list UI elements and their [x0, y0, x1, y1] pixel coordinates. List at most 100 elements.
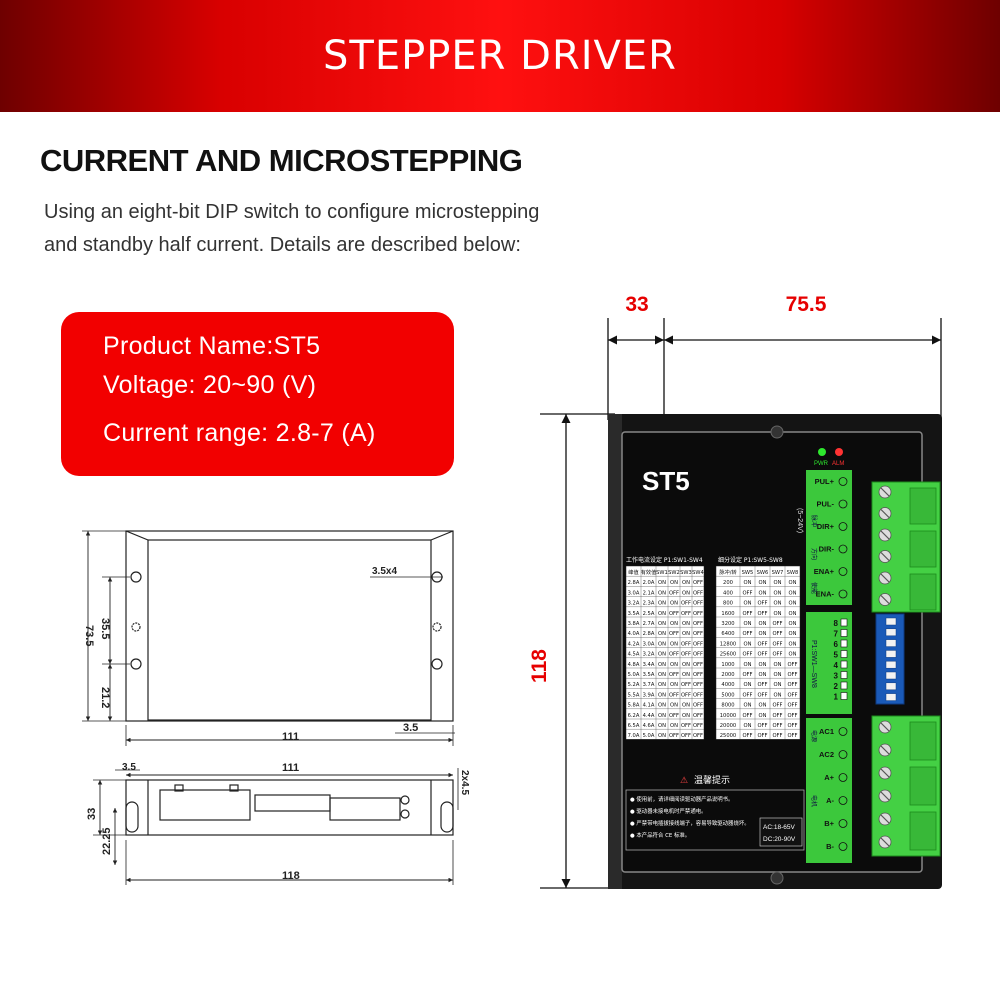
top-view-drawing — [82, 530, 455, 746]
screw-icon — [770, 871, 784, 885]
micro-table-bg — [715, 565, 801, 740]
micro-cell: 3200 — [721, 621, 734, 627]
current-cell: ON — [658, 672, 666, 678]
current-cell: OFF — [693, 692, 703, 698]
dip-switch-key[interactable] — [885, 693, 897, 701]
current-cell: ON — [682, 672, 690, 678]
current-cell: OFF — [693, 662, 703, 668]
current-cell: OFF — [693, 723, 703, 729]
dip-indicator-icon — [840, 618, 848, 627]
dip-switch-key[interactable] — [885, 671, 897, 680]
micro-header-cell: 脉冲/转 — [719, 568, 736, 576]
current-cell: 3.5A — [643, 672, 655, 678]
current-cell: 5.0A — [643, 733, 655, 739]
current-header-cell: 有效值 — [641, 568, 657, 576]
micro-cell: OFF — [787, 703, 797, 709]
terminal-marker-icon — [838, 567, 848, 576]
dip-number-label: 7 — [834, 630, 839, 639]
micro-header-cell: SW6 — [757, 570, 769, 576]
connector-outline — [159, 789, 251, 821]
dim-21-2-label: 21.2 — [99, 687, 111, 708]
dip-number-label: 2 — [834, 682, 839, 691]
banner-title: STEPPER DRIVER — [323, 33, 677, 79]
current-header-cell: SW4 — [692, 570, 704, 576]
current-cell: OFF — [669, 611, 679, 617]
micro-cell: ON — [744, 580, 752, 586]
micro-cell: OFF — [742, 611, 752, 617]
current-cell: 6.5A — [628, 723, 640, 729]
current-cell: 3.0A — [628, 590, 640, 596]
micro-cell: 200 — [723, 580, 733, 586]
current-cell: ON — [658, 713, 666, 719]
micro-cell: 8000 — [721, 703, 734, 709]
dip-switch-key[interactable] — [885, 628, 897, 637]
current-cell: OFF — [669, 692, 679, 698]
warning-line: ● 本产品符合 CE 标准。 — [630, 831, 690, 839]
warning-lines: ● 使用前，请详细阅读驱动器产品说明书。● 驱动器未接电机时严禁通电。● 严禁带… — [630, 795, 750, 839]
current-cell: OFF — [669, 652, 679, 658]
current-cell: ON — [658, 703, 666, 709]
current-cell: ON — [658, 590, 666, 596]
current-cell: 2.8A — [628, 580, 640, 586]
dip-switch-key[interactable] — [885, 617, 897, 626]
current-cell: 5.5A — [628, 692, 640, 698]
current-cell: 3.9A — [643, 692, 655, 698]
dip-switch-key[interactable] — [885, 639, 897, 647]
current-cell: 2.5A — [643, 611, 655, 617]
micro-cell: 400 — [723, 590, 733, 596]
dip-switch-key[interactable] — [885, 660, 897, 669]
current-cell: OFF — [669, 672, 679, 678]
power-led-label: PWR — [814, 461, 829, 467]
micro-cell: OFF — [757, 641, 767, 647]
dip-switch[interactable] — [875, 613, 905, 705]
group-label-motor: 电机 — [810, 795, 818, 807]
current-cell: 5.0A — [628, 672, 640, 678]
micro-cell: OFF — [742, 692, 752, 698]
current-cell: ON — [658, 621, 666, 627]
current-cell: 3.4A — [643, 662, 655, 668]
micro-cell: OFF — [772, 621, 782, 627]
dip-switch-key[interactable] — [885, 682, 897, 691]
current-cell: ON — [658, 631, 666, 637]
current-table-title: 工作电流设定 P1:SW1-SW4 — [626, 556, 703, 564]
side-dim-33-label: 33 — [86, 808, 98, 820]
micro-cell: 25000 — [720, 733, 737, 739]
current-cell: OFF — [693, 713, 703, 719]
terminal-screws — [878, 485, 937, 851]
dip-switch-key[interactable] — [885, 650, 897, 658]
dip-indicator-icon — [840, 650, 848, 658]
alarm-led-label: ALM — [832, 461, 844, 467]
terminal-marker-icon — [838, 499, 848, 509]
height-label: 118 — [528, 649, 551, 683]
product-name: Product Name:ST5 — [103, 332, 321, 360]
current-header-cell: SW2 — [668, 570, 680, 576]
micro-cell: ON — [774, 601, 782, 607]
signal-terminal-label: DIR- — [819, 545, 835, 554]
micro-cell: 2000 — [721, 672, 734, 678]
micro-cell: 12800 — [720, 641, 737, 647]
power-spec-dc: DC:20-90V — [763, 836, 796, 843]
current-cell: 6.2A — [628, 713, 640, 719]
signal-terminal-label: PUL- — [817, 500, 835, 509]
current-header-cell: SW1 — [656, 570, 668, 576]
micro-cell: 4000 — [721, 682, 734, 688]
micro-cell: ON — [759, 580, 767, 586]
micro-header-cell: SW8 — [787, 570, 799, 576]
dip-number-label: 3 — [834, 672, 839, 681]
current-cell: 3.7A — [643, 682, 655, 688]
current-cell: ON — [670, 580, 678, 586]
dip-indicator-icon — [840, 639, 848, 648]
micro-cell: ON — [789, 641, 797, 647]
micro-cell: 5000 — [721, 692, 734, 698]
terminal-marker-icon — [838, 819, 848, 828]
current-cell: OFF — [681, 611, 691, 617]
current-cell: ON — [682, 713, 690, 719]
signal-terminal-label: PUL+ — [815, 477, 835, 486]
terminal-marker-icon — [838, 522, 848, 531]
group-label-direction: 方向 — [810, 548, 818, 560]
micro-cell: OFF — [742, 713, 752, 719]
micro-cell: ON — [774, 672, 782, 678]
current-cell: OFF — [681, 652, 691, 658]
current-cell: OFF — [693, 580, 703, 586]
